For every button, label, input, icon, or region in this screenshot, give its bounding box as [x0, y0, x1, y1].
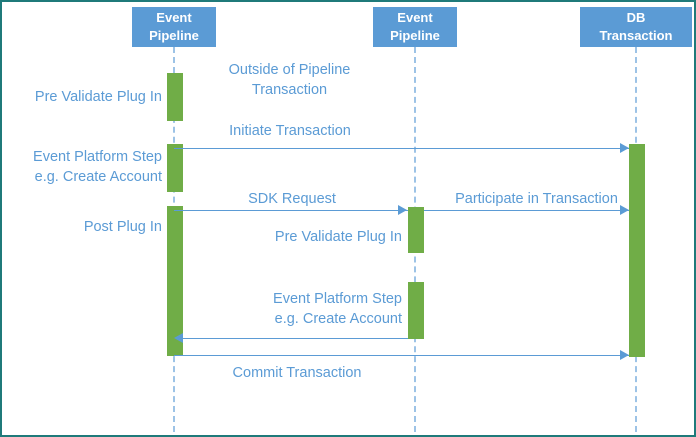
lifeline-header-line1: Event: [397, 10, 433, 25]
message-label-sdk-request: SDK Request: [248, 191, 336, 207]
activation-bar-pre-validate-left: [167, 73, 183, 121]
message-label-participate-in-transaction: Participate in Transaction: [455, 191, 618, 207]
lifeline-header-db-transaction[interactable]: DB Transaction: [580, 7, 692, 47]
label-outside-of-pipeline-transaction: Outside of Pipeline Transaction: [228, 62, 351, 98]
arrowhead-sdk-request: [398, 205, 407, 215]
label-event-platform-step-mid: Event Platform Step e.g. Create Account: [273, 291, 402, 327]
lifeline-header-line2: Pipeline: [390, 28, 440, 43]
arrowhead-initiate-transaction: [620, 143, 629, 153]
lifeline-header-line2: Transaction: [599, 28, 673, 43]
activation-bar-db-transaction: [629, 144, 645, 357]
message-line-participate-in-transaction: [424, 210, 629, 211]
arrowhead-participate-in-transaction: [620, 205, 629, 215]
activation-bar-post-plug-in: [167, 206, 183, 356]
arrowhead-return-to-pipeline: [174, 333, 183, 343]
message-line-sdk-request: [174, 210, 408, 211]
message-line-return-to-pipeline: [183, 338, 408, 339]
label-event-platform-step-left: Event Platform Step e.g. Create Account: [33, 149, 162, 185]
lifeline-header-line2: Pipeline: [149, 28, 199, 43]
activation-bar-pre-validate-mid: [408, 207, 424, 253]
activation-bar-event-platform-left: [167, 144, 183, 192]
label-post-plug-in: Post Plug In: [83, 219, 162, 235]
lifeline-header-pipeline-mid[interactable]: Event Pipeline: [373, 7, 457, 47]
lifeline-header-line1: Event: [156, 10, 192, 25]
label-pre-validate-plug-in-mid: Pre Validate Plug In: [274, 229, 402, 245]
lifeline-header-line1: DB: [626, 10, 646, 25]
arrowhead-commit-transaction: [620, 350, 629, 360]
lifeline-header-pipeline-left[interactable]: Event Pipeline: [132, 7, 216, 47]
message-label-initiate-transaction: Initiate Transaction: [229, 123, 351, 139]
message-line-initiate-transaction: [174, 148, 629, 149]
message-label-commit-transaction: Commit Transaction: [232, 365, 362, 381]
message-line-commit-transaction: [174, 355, 629, 356]
activation-bar-event-platform-mid: [408, 282, 424, 339]
label-pre-validate-plug-in-left: Pre Validate Plug In: [34, 89, 162, 105]
